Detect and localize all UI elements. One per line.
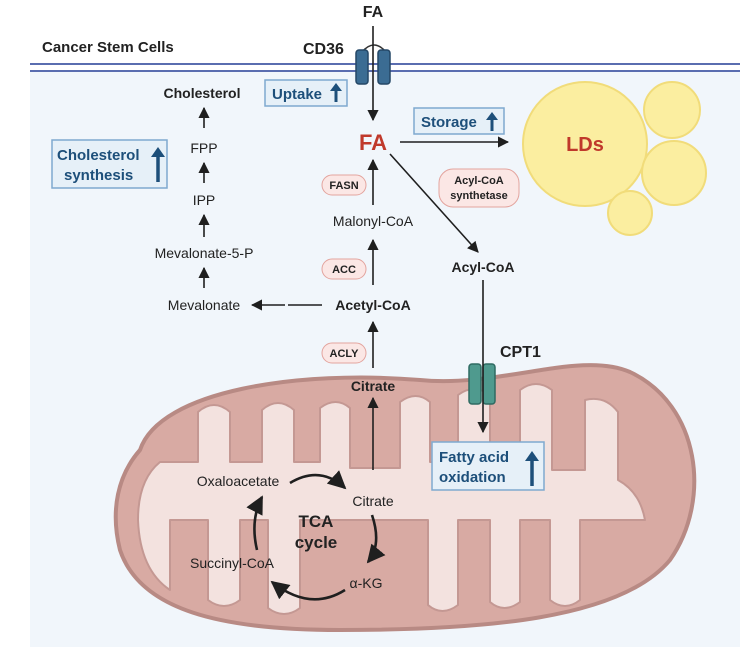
cholesterol-synthesis-label-line2: synthesis — [64, 167, 133, 184]
storage-label: Storage — [421, 114, 477, 131]
storage-badge: Storage — [413, 107, 505, 135]
enzyme-acc-label: ACC — [332, 264, 356, 276]
cd36-receptor — [355, 44, 391, 85]
mevalonate-label: Mevalonate — [168, 297, 241, 313]
enzyme-acly-label: ACLY — [330, 348, 360, 360]
tca-cycle-label-line2: cycle — [295, 533, 338, 552]
cpt1-label: CPT1 — [500, 344, 541, 361]
fao-label-line2: oxidation — [439, 469, 506, 486]
enzyme-fasn-label: FASN — [329, 180, 358, 192]
up-arrow-icon — [486, 112, 498, 131]
enzyme-acly: ACLY — [321, 342, 367, 364]
acyl-coa-synthetase-label-line1: Acyl-CoA — [454, 175, 504, 187]
cd36-label: CD36 — [303, 41, 344, 58]
uptake-label: Uptake — [272, 86, 322, 103]
fatty-acid-oxidation-badge: Fatty acid oxidation — [431, 441, 545, 491]
citrate-mito-label: Citrate — [352, 493, 393, 509]
mevalonate-5p-label: Mevalonate-5-P — [155, 245, 254, 261]
fpp-label: FPP — [190, 140, 217, 156]
fa-central-label: FA — [359, 130, 387, 155]
up-arrow-icon — [151, 147, 165, 182]
lipid-droplets-label: LDs — [566, 134, 604, 156]
enzyme-fasn: FASN — [321, 174, 367, 196]
lipid-droplets — [522, 81, 707, 236]
acyl-coa-label: Acyl-CoA — [451, 259, 514, 275]
acetyl-coa-label: Acetyl-CoA — [335, 297, 410, 313]
uptake-badge: Uptake — [264, 79, 348, 107]
succinyl-coa-label: Succinyl-CoA — [190, 555, 275, 571]
mitochondrion — [113, 363, 697, 633]
cholesterol-synthesis-label-line1: Cholesterol — [57, 147, 140, 164]
cholesterol-synthesis-badge: Cholesterol synthesis — [51, 139, 168, 189]
cholesterol-label: Cholesterol — [163, 85, 240, 101]
malonyl-coa-label: Malonyl-CoA — [333, 213, 414, 229]
pathway-arrows — [198, 26, 510, 470]
enzyme-acyl-coa-synthetase: Acyl-CoA synthetase — [438, 168, 520, 208]
tca-cycle-label-line1: TCA — [299, 512, 334, 531]
acyl-coa-synthetase-label-line2: synthetase — [450, 190, 507, 202]
page-title: Cancer Stem Cells — [42, 39, 174, 56]
ipp-label: IPP — [193, 192, 216, 208]
alpha-kg-label: α-KG — [350, 575, 383, 591]
citrate-cytosol-label: Citrate — [351, 378, 396, 394]
enzyme-acc: ACC — [321, 258, 367, 280]
up-arrow-icon — [525, 451, 539, 486]
up-arrow-icon — [330, 83, 342, 102]
oxaloacetate-label: Oxaloacetate — [197, 473, 280, 489]
fa-extracellular-label: FA — [363, 4, 384, 21]
tca-cycle-arrows — [246, 470, 386, 601]
fao-label-line1: Fatty acid — [439, 449, 509, 466]
